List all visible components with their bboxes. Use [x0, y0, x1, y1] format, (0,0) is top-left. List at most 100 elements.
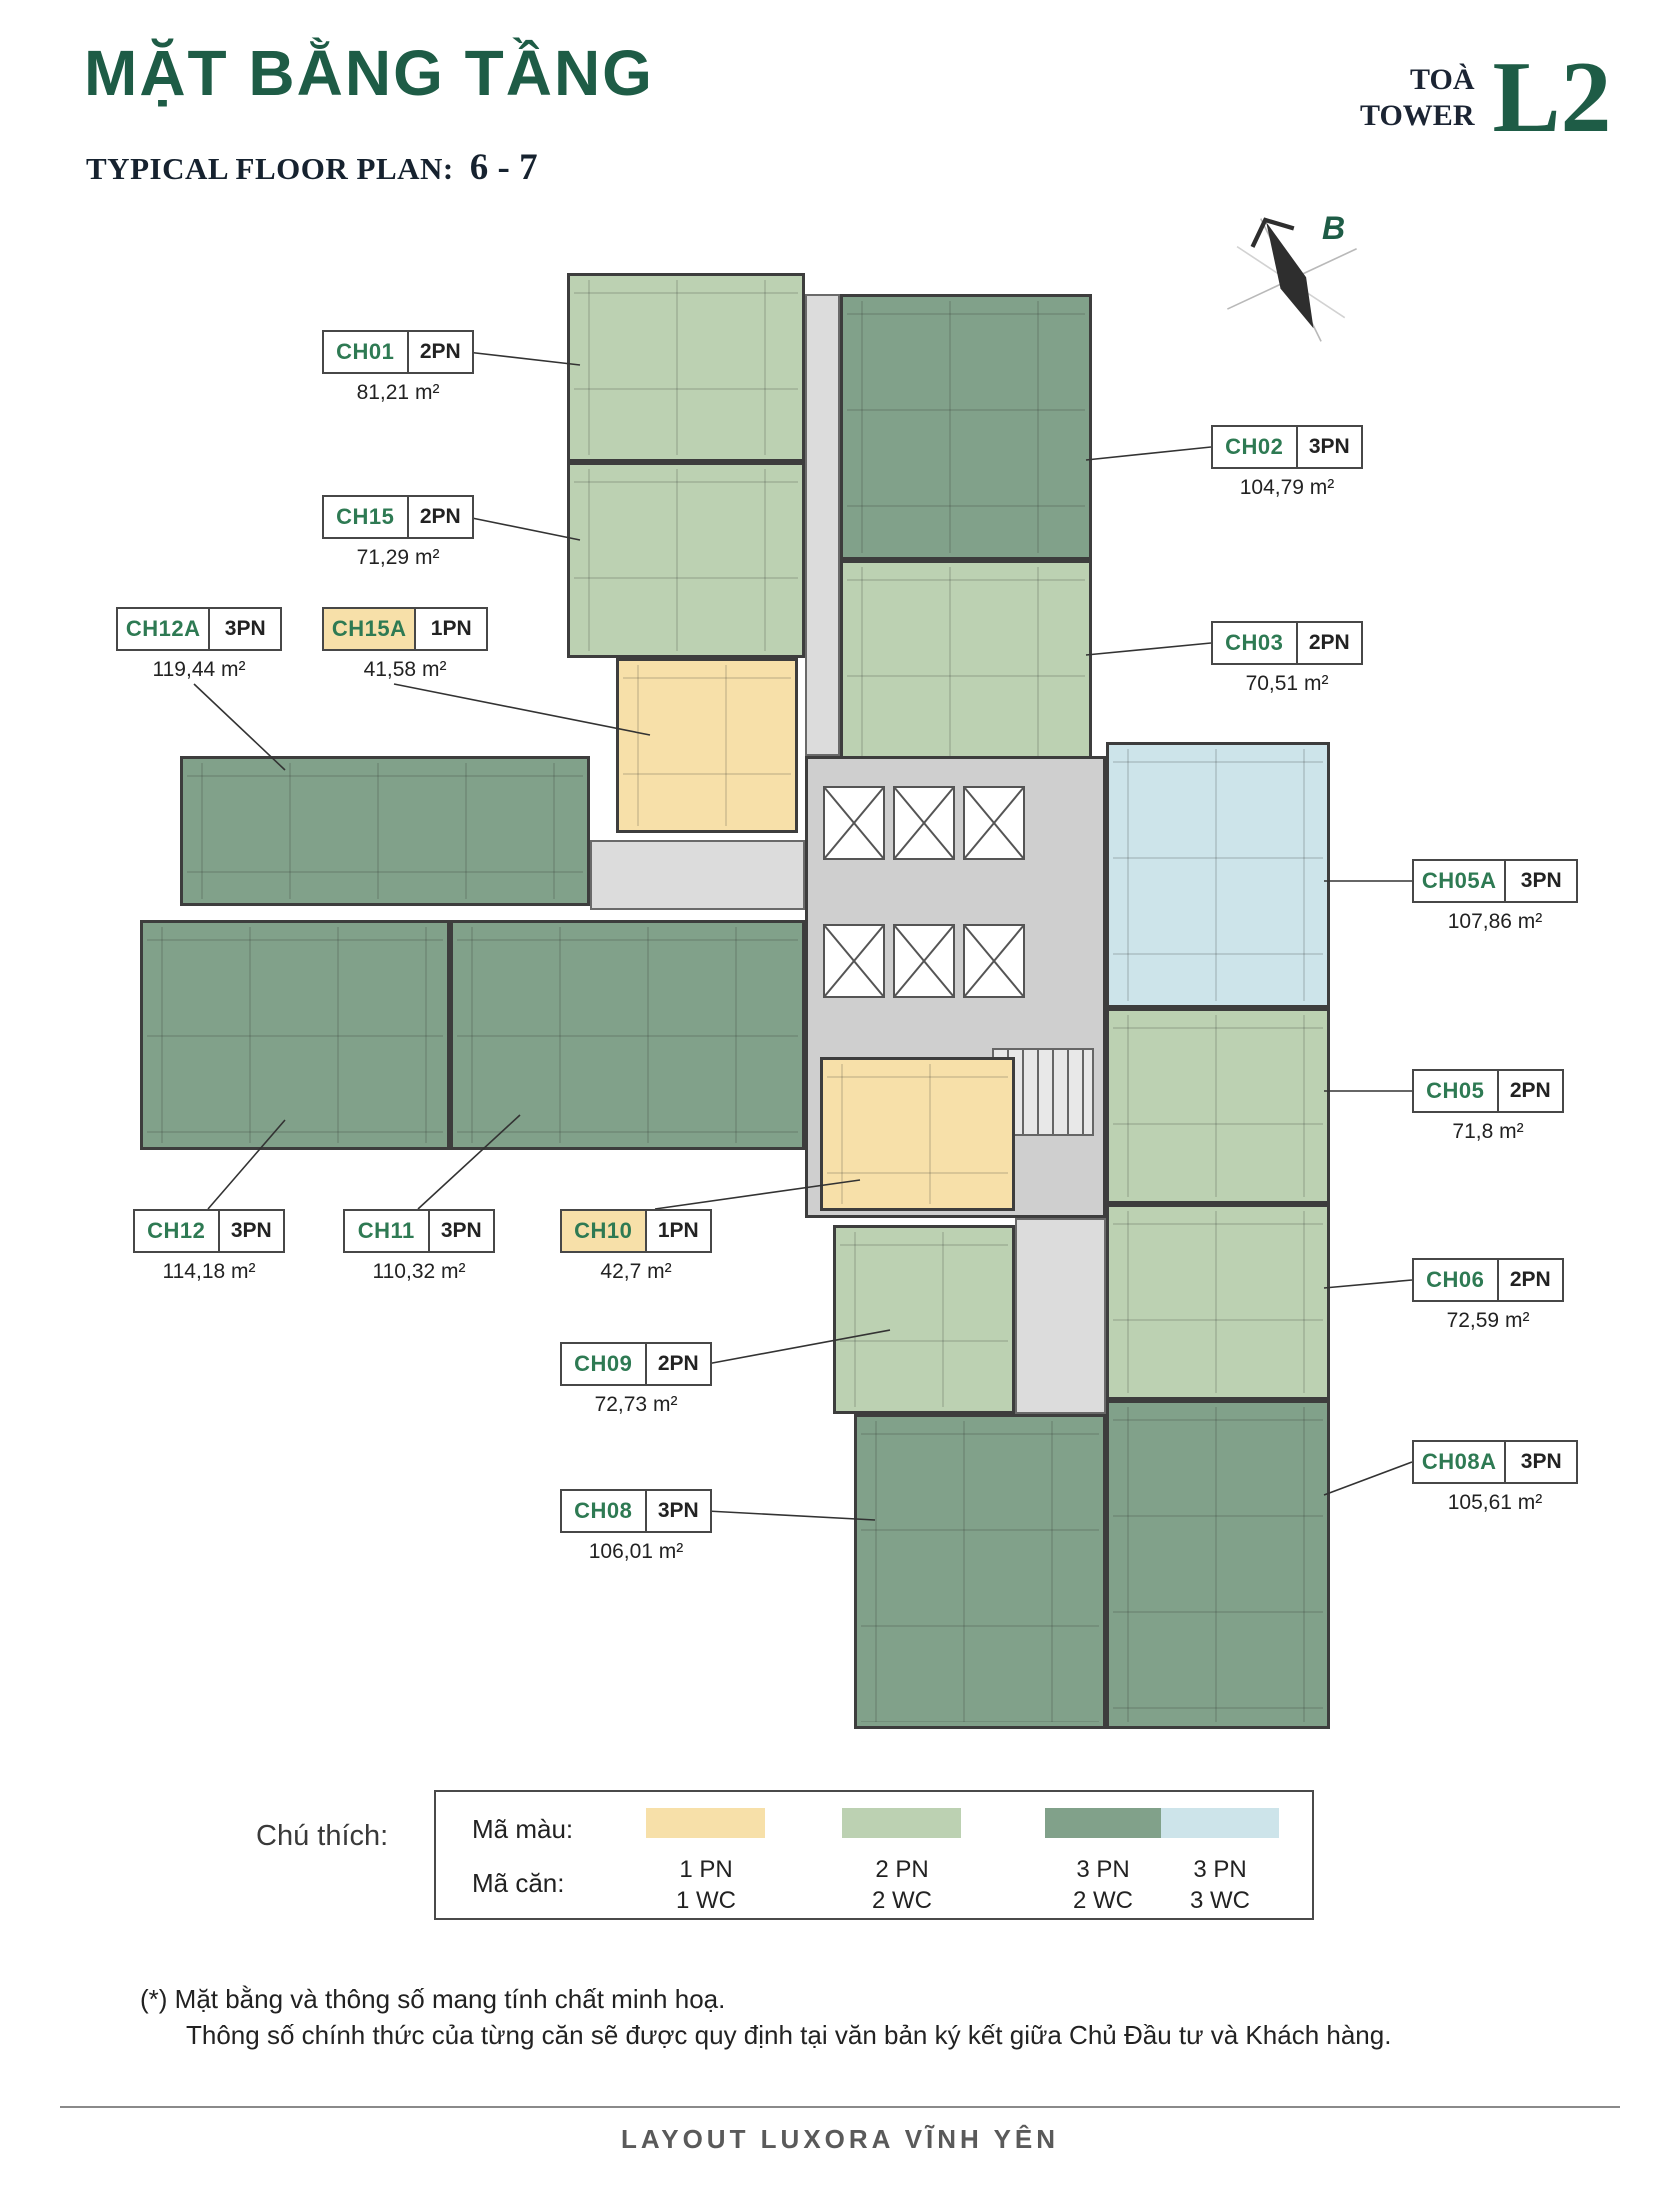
- unit-area: 105,61 m²: [1447, 1491, 1543, 1514]
- unit-area: 107,86 m²: [1447, 910, 1543, 933]
- floorplan-unit-ch05a: [1106, 742, 1330, 1008]
- unit-type: 2PN: [646, 1344, 710, 1384]
- legend-bedrooms: 2 PN: [875, 1856, 929, 1883]
- tower-code: L2: [1492, 41, 1612, 154]
- floorplan-unit-ch15: [567, 462, 805, 658]
- corridor-west-wing: [590, 840, 805, 910]
- floorplan-unit-ch10: [820, 1057, 1015, 1211]
- legend-caption: Chú thích:: [256, 1820, 389, 1852]
- floorplan-unit-ch03: [840, 560, 1092, 763]
- footnote-line1: (*) Mặt bằng và thông số mang tính chất …: [140, 1984, 726, 2014]
- unit-area: 114,18 m²: [162, 1260, 256, 1283]
- unit-area: 106,01 m²: [588, 1540, 684, 1563]
- unit-code: CH06: [1414, 1260, 1499, 1300]
- legend-bedrooms: 3 PN: [1193, 1856, 1247, 1883]
- unit-type: 3PN: [429, 1211, 493, 1251]
- corridor-south-wing: [1015, 1218, 1106, 1414]
- legend-unit-label: Mã căn:: [472, 1868, 565, 1898]
- legend-entry-2pn: 2 PN 2 WC: [841, 1854, 963, 1916]
- unit-code: CH12A: [118, 609, 211, 649]
- tower-word-vi: TOÀ: [1410, 62, 1475, 96]
- unit-code: CH15: [324, 497, 409, 537]
- tower-badge: TOÀ TOWER L2: [1360, 41, 1612, 154]
- unit-area: 110,32 m²: [372, 1260, 466, 1283]
- legend-swatch-3pn2wc: [1045, 1808, 1161, 1838]
- unit-area: 41,58 m²: [363, 658, 447, 681]
- legend-color-label: Mã màu:: [472, 1814, 574, 1844]
- north-arrow-icon: [1227, 217, 1357, 342]
- legend-bedrooms: 3 PN: [1076, 1856, 1130, 1883]
- unit-type: 3PN: [1297, 427, 1361, 467]
- unit-code: CH11: [345, 1211, 430, 1251]
- floorplan-unit-ch05: [1106, 1008, 1330, 1204]
- unit-code: CH03: [1213, 623, 1298, 663]
- compass: B: [1222, 210, 1372, 355]
- unit-code: CH12: [135, 1211, 220, 1251]
- floorplan-unit-ch01: [567, 273, 805, 462]
- legend-wc: 2 WC: [872, 1887, 932, 1915]
- unit-type: 2PN: [408, 332, 472, 372]
- legend-swatch-2pn: [842, 1808, 961, 1838]
- plan-floors: 6 - 7: [469, 147, 538, 188]
- tower-word-en: TOWER: [1360, 98, 1475, 132]
- corridor-north-wing: [805, 294, 840, 756]
- tower-words: TOÀ TOWER: [1360, 62, 1474, 134]
- unit-type: 2PN: [1498, 1071, 1562, 1111]
- compass-north-label: B: [1322, 210, 1346, 246]
- plan-label: TYPICAL FLOOR PLAN:: [86, 151, 454, 186]
- unit-area: 119,44 m²: [152, 658, 246, 681]
- unit-type: 2PN: [1498, 1260, 1562, 1300]
- floorplan-unit-ch08a: [1106, 1400, 1330, 1729]
- unit-type: 2PN: [1297, 623, 1361, 663]
- unit-area: 71,8 m²: [1452, 1120, 1524, 1143]
- unit-code: CH10: [562, 1211, 647, 1251]
- legend-entry-3pn3wc: 3 PN 3 WC: [1159, 1854, 1281, 1916]
- core-details-icon: [823, 786, 1094, 1136]
- unit-area: 70,51 m²: [1245, 672, 1329, 695]
- legend-wc: 3 WC: [1190, 1887, 1250, 1915]
- unit-type: 3PN: [1506, 861, 1576, 901]
- unit-code: CH08: [562, 1491, 647, 1531]
- footnote-line2: Thông số chính thức của từng căn sẽ được…: [186, 2020, 1392, 2050]
- unit-type: 3PN: [646, 1491, 710, 1531]
- unit-type: 2PN: [408, 497, 472, 537]
- floorplan-unit-ch12: [140, 920, 450, 1150]
- unit-code: CH02: [1213, 427, 1298, 467]
- floorplan-unit-ch09: [833, 1225, 1015, 1414]
- legend-swatch-3pn3wc: [1161, 1808, 1279, 1838]
- unit-code: CH09: [562, 1344, 647, 1384]
- unit-code: CH05: [1414, 1071, 1499, 1111]
- unit-type: 3PN: [1506, 1442, 1576, 1482]
- unit-area: 72,59 m²: [1446, 1309, 1530, 1332]
- unit-type: 1PN: [416, 609, 486, 649]
- floorplan-unit-ch02: [840, 294, 1092, 560]
- unit-area: 81,21 m²: [356, 381, 440, 404]
- unit-area: 42,7 m²: [600, 1260, 672, 1283]
- unit-type: 3PN: [210, 609, 280, 649]
- legend-wc: 1 WC: [676, 1887, 736, 1915]
- floorplan-unit-ch08: [854, 1414, 1106, 1729]
- legend-box: Mã màu: Mã căn: 1 PN 1 WC 2 PN 2 WC 3 PN…: [434, 1790, 1314, 1920]
- unit-type: 3PN: [219, 1211, 283, 1251]
- legend-entry-3pn2wc: 3 PN 2 WC: [1042, 1854, 1164, 1916]
- unit-type: 1PN: [646, 1211, 710, 1251]
- floorplan-unit-ch11: [450, 920, 805, 1150]
- unit-area: 72,73 m²: [594, 1393, 678, 1416]
- legend-bedrooms: 1 PN: [679, 1856, 733, 1883]
- footer-text: LAYOUT LUXORA VĨNH YÊN: [620, 2124, 1060, 2154]
- unit-area: 71,29 m²: [356, 546, 440, 569]
